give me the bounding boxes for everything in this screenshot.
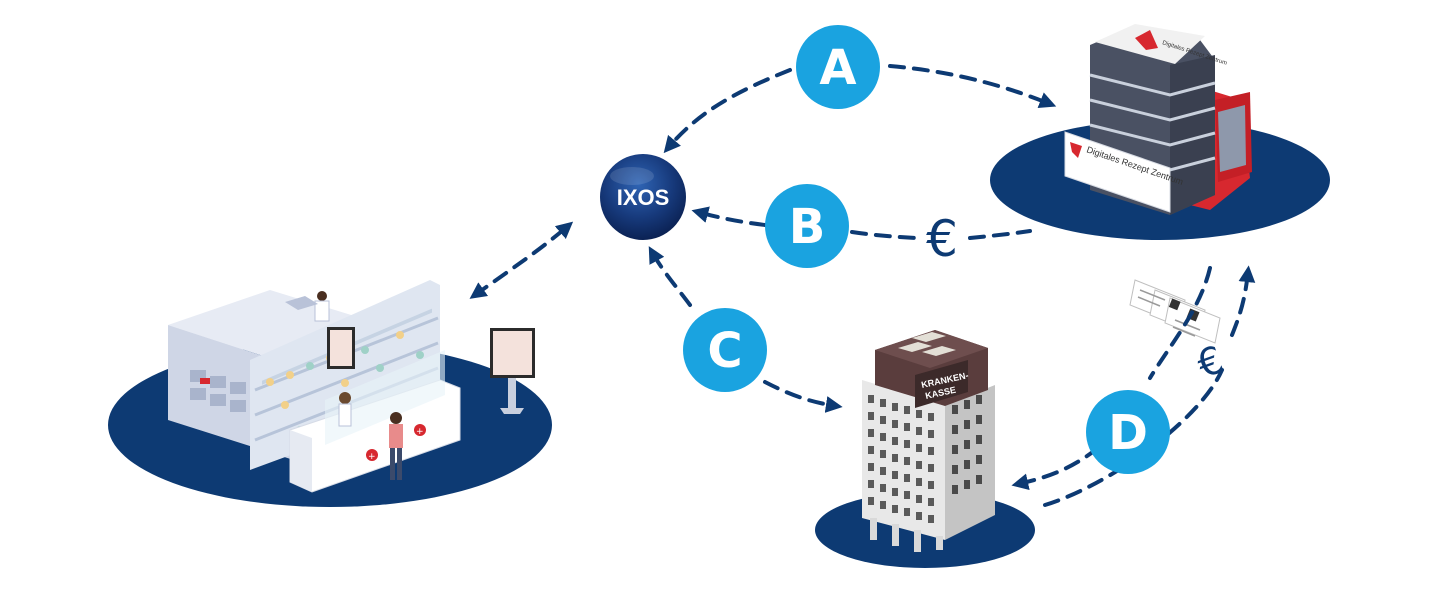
- pharmacy-illustration: + +: [168, 280, 535, 493]
- euro-sign-b: €: [926, 210, 958, 268]
- ixos-hub[interactable]: IXOS: [600, 154, 686, 240]
- badge-b[interactable]: B: [765, 184, 849, 268]
- svg-text:+: +: [368, 452, 376, 462]
- badge-a[interactable]: A: [796, 25, 880, 109]
- arrow-d-up-top: [1230, 265, 1256, 337]
- badge-d-label: D: [1108, 405, 1148, 461]
- arrow-b-right: [968, 229, 1032, 240]
- badge-c[interactable]: C: [683, 308, 767, 392]
- badge-c-label: C: [707, 323, 742, 379]
- badge-b-label: B: [789, 199, 826, 255]
- kasse-windows: [868, 395, 934, 523]
- arrow-a-right: [888, 64, 1057, 109]
- arrow-b-left: [691, 206, 767, 227]
- arrow-b-mid: [850, 230, 917, 240]
- arrow-d-down-end: [1011, 446, 1100, 491]
- kasse-building: KRANKEN- KASSE: [862, 330, 995, 552]
- badge-d[interactable]: D: [1086, 390, 1170, 474]
- drz-building: Digitales Rezept Zentrum Digitales Rezep…: [1064, 24, 1252, 215]
- ixos-label: IXOS: [617, 185, 670, 210]
- prescription-documents: [1129, 279, 1221, 344]
- badge-a-label: A: [819, 40, 856, 96]
- arrow-c-down: [763, 380, 843, 413]
- arrow-d-down: [1148, 266, 1212, 380]
- arrow-a-left: [663, 68, 792, 154]
- euro-sign-d: €: [1191, 337, 1229, 387]
- svg-text:+: +: [416, 427, 424, 437]
- arrow-c-up: [648, 246, 692, 307]
- arrow-pharmacy-hub: [469, 221, 574, 299]
